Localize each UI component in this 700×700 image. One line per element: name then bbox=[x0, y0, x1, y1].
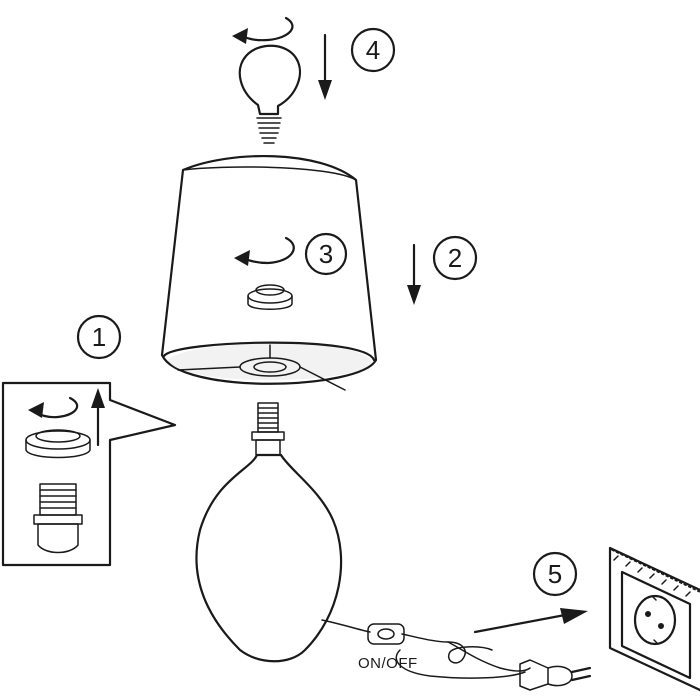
light-bulb-icon bbox=[238, 44, 302, 144]
rotate-arrow-icon-bulb bbox=[232, 16, 294, 44]
shade-ring-nut bbox=[247, 284, 293, 310]
step-5-number: 5 bbox=[548, 559, 562, 589]
step-4-number: 4 bbox=[366, 35, 380, 65]
arrow-down-icon-bulb bbox=[318, 33, 332, 100]
step-2-number: 2 bbox=[448, 243, 462, 273]
lamp-socket-threaded bbox=[251, 402, 285, 456]
detail-ring-nut bbox=[25, 429, 91, 459]
arrow-up-icon-detail bbox=[91, 388, 105, 447]
power-cord bbox=[321, 619, 531, 679]
detail-callout-box bbox=[1, 381, 177, 567]
step-1-badge: 1 bbox=[76, 314, 122, 360]
wall-outlet bbox=[608, 546, 700, 692]
power-plug bbox=[519, 659, 592, 691]
arrow-down-icon-shade bbox=[407, 243, 421, 305]
step-5-badge: 5 bbox=[532, 551, 578, 597]
on-off-switch bbox=[367, 623, 405, 645]
step-4-badge: 4 bbox=[350, 27, 396, 73]
rotate-arrow-icon-detail bbox=[28, 396, 79, 419]
step-3-badge: 3 bbox=[304, 232, 348, 276]
switch-label: ON/OFF bbox=[358, 655, 418, 672]
step-3-number: 3 bbox=[319, 239, 333, 269]
lamp-base-body bbox=[195, 453, 343, 663]
step-2-badge: 2 bbox=[432, 235, 478, 281]
rotate-arrow-icon-shade bbox=[234, 236, 295, 266]
lamp-shade bbox=[160, 154, 378, 391]
step-1-number: 1 bbox=[92, 322, 106, 352]
detail-lamp-socket bbox=[33, 483, 83, 554]
arrow-right-icon-plug bbox=[473, 608, 588, 634]
